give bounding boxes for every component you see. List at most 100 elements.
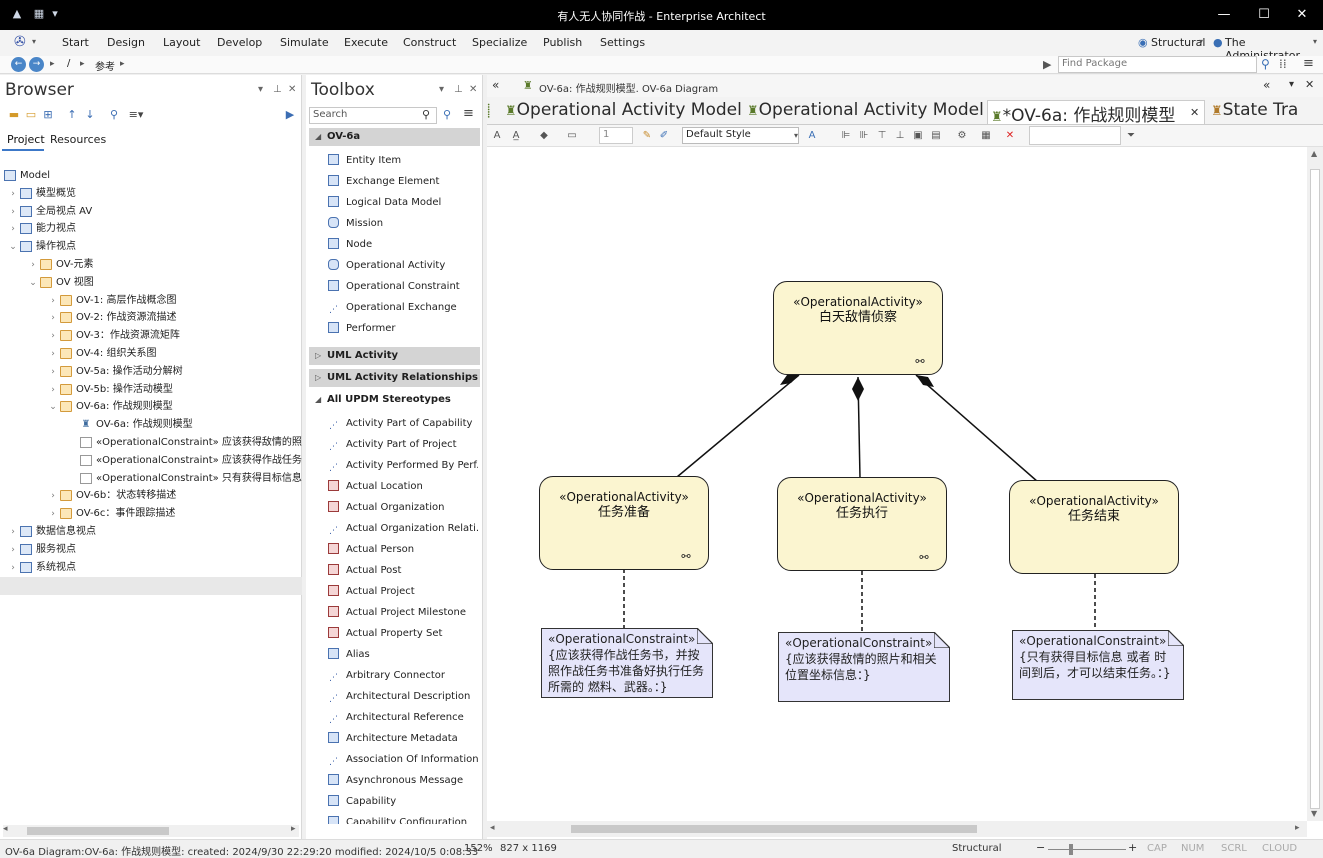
diagram-hscroll-thumb[interactable] — [571, 825, 977, 833]
collapse-icon[interactable]: ⌄ — [9, 242, 17, 253]
tree-item[interactable]: ›OV-1: 高层作战概念图 — [0, 292, 302, 310]
tab-resources[interactable]: Resources — [50, 133, 107, 146]
browser-scroll-right-icon[interactable]: ▸ — [291, 824, 296, 834]
perspective-dropdown[interactable]: Structural — [1151, 36, 1206, 49]
tree-item[interactable]: ›能力视点 — [0, 220, 302, 238]
toolbox-item[interactable]: Capability Configuration — [328, 813, 478, 824]
forward-icon[interactable]: → — [29, 57, 44, 72]
font-icon[interactable]: A — [493, 130, 501, 141]
expand-icon[interactable]: › — [51, 295, 55, 306]
expand-icon[interactable]: › — [51, 384, 55, 395]
quick-access-dropdown-icon[interactable]: ▾ — [52, 7, 58, 20]
tree-item[interactable]: ›模型概览 — [0, 185, 302, 203]
tree-item[interactable]: Model — [0, 167, 302, 185]
filter-icon[interactable]: ⏷ — [1127, 130, 1135, 141]
tree-item[interactable]: «OperationalConstraint» 应该获得敌情的照片 — [0, 434, 302, 452]
path-item[interactable]: 参考 — [95, 62, 115, 73]
toolbox-item[interactable]: Architecture Metadata — [328, 729, 478, 749]
toolbox-dropdown-icon[interactable]: ▾ — [439, 84, 445, 95]
tab-ov6a-active[interactable]: ♜*OV-6a: 作战规则模型✕ — [987, 100, 1205, 124]
move-down-icon[interactable]: ↓ — [85, 108, 95, 121]
browser-scroll-left-icon[interactable]: ◂ — [3, 824, 8, 834]
new-folder-icon[interactable]: ▭ — [25, 108, 37, 121]
menu-simulate[interactable]: Simulate — [280, 36, 329, 49]
diagram-close-icon[interactable]: ✕ — [1305, 78, 1315, 91]
text-color-icon[interactable]: A̲ — [512, 130, 520, 141]
zoom-out-icon[interactable]: − — [1036, 841, 1046, 854]
toolbox-close-icon[interactable]: ✕ — [469, 84, 478, 95]
toolbox-group-uml-activity-relationships[interactable]: ▷UML Activity Relationships — [309, 369, 480, 387]
tree-item[interactable]: ⌄OV 视图 — [0, 274, 302, 292]
composition-connector-right[interactable] — [915, 374, 1039, 483]
maximize-button[interactable]: ☐ — [1258, 7, 1270, 22]
collapse-left-icon[interactable]: « — [492, 78, 500, 92]
expand-icon[interactable]: › — [51, 366, 55, 377]
menu-start[interactable]: Start — [62, 36, 89, 49]
logo-dropdown-icon[interactable]: ▾ — [32, 37, 37, 46]
same-size-icon[interactable]: ▣ — [913, 130, 923, 141]
find-package-input[interactable]: Find Package — [1058, 56, 1257, 73]
close-window-button[interactable]: ✕ — [1296, 7, 1308, 22]
toolbox-item[interactable]: ⋰Arbitrary Connector — [328, 666, 478, 686]
toolbox-search-input[interactable]: Search — [309, 107, 437, 124]
zoom-slider-track[interactable] — [1048, 849, 1126, 850]
expand-icon[interactable]: › — [11, 527, 15, 537]
tree-item[interactable]: ⌄OV-6a: 作战规则模型 — [0, 398, 302, 416]
menu-execute[interactable]: Execute — [344, 36, 388, 49]
tree-item[interactable]: ›数据信息视点 — [0, 523, 302, 541]
tab-close-icon[interactable]: ✕ — [1190, 106, 1200, 119]
toolbox-search-icon[interactable]: ⚲ — [422, 108, 431, 121]
tab-overflow-left[interactable]: ⸽ — [487, 100, 501, 124]
expand-icon[interactable]: › — [51, 313, 55, 324]
tab-state-transition[interactable]: ♜State Tra — [1209, 100, 1323, 124]
locate-icon[interactable]: ⚲ — [109, 108, 119, 121]
browser-hscroll[interactable]: ◂ ▸ — [3, 824, 299, 837]
perspective-chevron-icon[interactable]: ▾ — [1199, 37, 1204, 46]
constraint-note-right[interactable]: «OperationalConstraint» {只有获得目标信息 或者 时间到… — [1012, 628, 1186, 700]
browser-close-icon[interactable]: ✕ — [288, 84, 297, 95]
path-item-chevron-icon[interactable]: ▸ — [120, 59, 125, 69]
toolbox-item[interactable]: ⋰Activity Part of Project — [328, 435, 478, 455]
zoom-in-icon[interactable]: + — [1128, 841, 1138, 854]
new-diagram-icon[interactable]: ⊞ — [43, 108, 53, 121]
toolbox-menu-icon[interactable]: ≡ — [463, 106, 474, 121]
activity-daytime-recon[interactable]: «OperationalActivity» 白天敌情侦察 ⚯ — [773, 281, 943, 375]
nav-chevron-icon[interactable]: ▸ — [50, 59, 55, 69]
toolbox-item[interactable]: ⋰Operational Exchange — [328, 298, 478, 318]
style-select[interactable]: Default Style — [682, 127, 799, 144]
toolbox-item[interactable]: Actual Project Milestone — [328, 603, 478, 623]
find-package-search-icon[interactable]: ⚲ — [1261, 57, 1270, 71]
tree-item[interactable]: ›OV-2: 作战资源流描述 — [0, 309, 302, 327]
package-options-icon[interactable]: ⁞⁞ — [1279, 57, 1287, 71]
toolbox-find-icon[interactable]: ⚲ — [443, 108, 452, 121]
diagram-vscroll-thumb[interactable] — [1310, 169, 1320, 809]
toolbox-item[interactable]: Logical Data Model — [328, 193, 478, 213]
activity-task-prep[interactable]: «OperationalActivity» 任务准备 ⚯ — [539, 476, 709, 570]
scroll-down-icon[interactable]: ▼ — [1311, 809, 1318, 818]
browser-more-icon[interactable]: ▶ — [285, 108, 295, 121]
line-color-icon[interactable]: ▭ — [567, 130, 577, 141]
diagram-canvas[interactable]: «OperationalActivity» 白天敌情侦察 ⚯ «Operatio… — [487, 147, 1307, 821]
menu-layout[interactable]: Layout — [163, 36, 201, 49]
tree-item[interactable]: ›服务视点 — [0, 541, 302, 559]
quick-access-icon[interactable]: ▦ — [33, 7, 45, 20]
align-bottom-icon[interactable]: ⊥ — [895, 130, 905, 141]
menu-develop[interactable]: Develop — [217, 36, 263, 49]
toolbox-group-ov6a[interactable]: ◢OV-6a — [309, 128, 480, 146]
constraint-note-mid[interactable]: «OperationalConstraint» {应该获得敌情的照片和相关位置坐… — [778, 630, 952, 702]
tree-item[interactable]: ›OV-3：作战资源流矩阵 — [0, 327, 302, 345]
align-top-icon[interactable]: ⊤ — [877, 130, 887, 141]
toolbox-item[interactable]: Exchange Element — [328, 172, 478, 192]
path-chevron-icon[interactable]: ▸ — [80, 59, 85, 69]
tab-operational-activity-model-1[interactable]: ♜Operational Activity Model — [503, 100, 742, 124]
toolbox-group-updm[interactable]: ◢All UPDM Stereotypes — [309, 391, 480, 409]
expand-icon[interactable]: › — [11, 562, 15, 573]
toolbox-item[interactable]: ⋰Architectural Reference — [328, 708, 478, 728]
tree-item[interactable]: «OperationalConstraint» 应该获得作战任务书 — [0, 452, 302, 470]
toolbox-item[interactable]: Asynchronous Message — [328, 771, 478, 791]
toolbox-item[interactable]: Actual Organization — [328, 498, 478, 518]
tree-item[interactable]: ›OV-6c：事件跟踪描述 — [0, 505, 302, 523]
expand-icon[interactable]: › — [51, 509, 55, 520]
scroll-right-icon[interactable]: ▸ — [1295, 823, 1300, 833]
toolbox-item[interactable]: Capability — [328, 792, 478, 812]
